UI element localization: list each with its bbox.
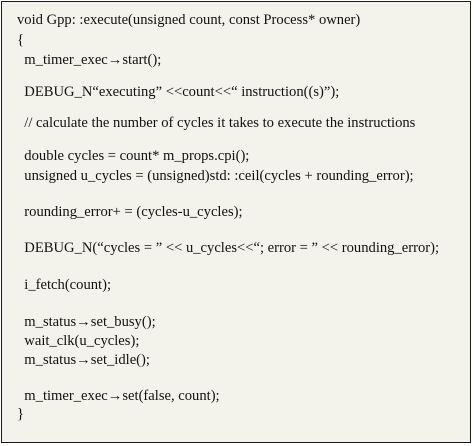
code-line-debug-cycles: DEBUG_N(“cycles = ” << u_cycles<<“; erro…: [17, 240, 440, 256]
code-line-unsigned-cycles: unsigned u_cycles = (unsigned)std: :ceil…: [17, 168, 414, 184]
code-line-set-busy: m_status→set_busy();: [17, 314, 156, 330]
code-line-i-fetch: i_fetch(count);: [17, 277, 112, 293]
code-line-timer-set: m_timer_exec→set(false, count);: [17, 388, 220, 404]
code-line-debug-executing: DEBUG_N“executing” <<count<<“ instructio…: [17, 84, 340, 100]
code-line-comment: // calculate the number of cycles it tak…: [17, 115, 416, 131]
code-line-set-idle: m_status→set_idle();: [17, 352, 150, 368]
code-line-open-brace: {: [17, 32, 25, 48]
code-line-timer-start: m_timer_exec→start();: [17, 52, 162, 68]
code-line-rounding-error: rounding_error+ = (cycles-u_cycles);: [17, 204, 243, 220]
code-line-close-brace: }: [17, 406, 25, 422]
code-line-double-cycles: double cycles = count* m_props.cpi();: [17, 148, 250, 164]
code-line-wait-clk: wait_clk(u_cycles);: [17, 333, 140, 349]
code-line-function-signature: void Gpp: :execute(unsigned count, const…: [17, 12, 361, 28]
